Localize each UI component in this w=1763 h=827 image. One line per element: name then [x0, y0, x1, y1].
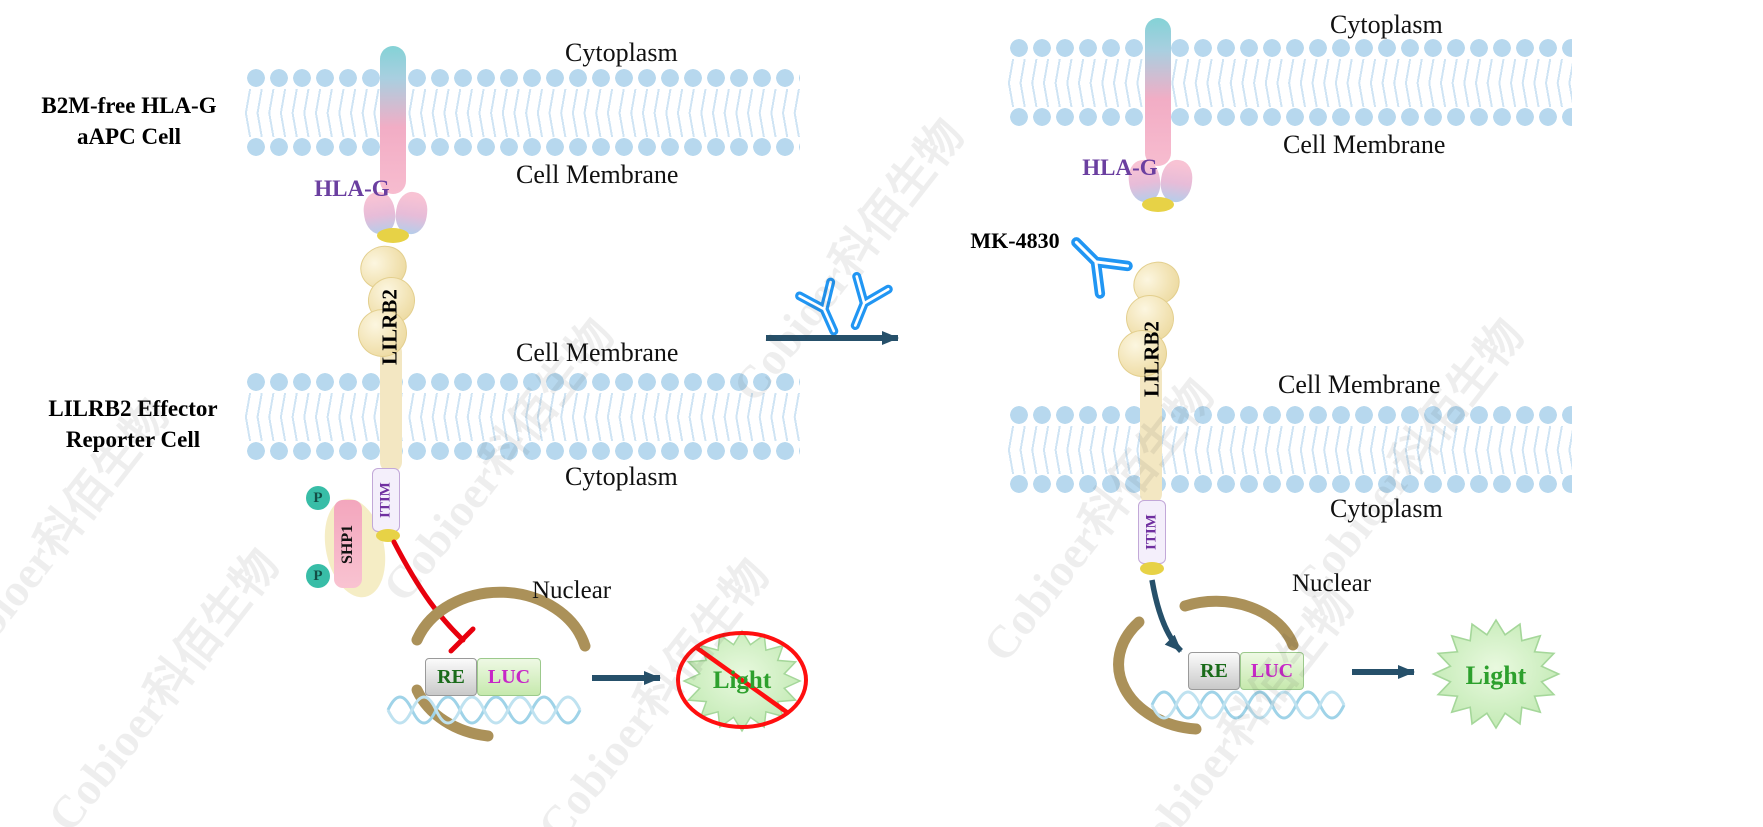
cell-membrane-label-top-right: Cell Membrane [1283, 130, 1446, 159]
dna-helix-strand1-right [1150, 690, 1346, 720]
reporter-cell-membrane-bilayer [245, 372, 800, 462]
hla-g-binding-tip-right [1142, 197, 1174, 212]
apc-cell-name-line2: aAPC Cell [76, 124, 182, 150]
cell-membrane-label-mid-right: Cell Membrane [1278, 370, 1441, 399]
nuclear-label-right: Nuclear [1292, 570, 1372, 597]
light-label-right: Light [1465, 661, 1527, 690]
hla-g-binding-tip [377, 228, 409, 243]
re-box-right: RE [1188, 652, 1240, 690]
cytoplasm-label-mid-left: Cytoplasm [565, 462, 678, 491]
nuclear-envelope-bottom-left [411, 684, 494, 742]
antibody-icon-2 [840, 277, 889, 332]
cell-membrane-label-top-left: Cell Membrane [516, 160, 679, 189]
effector-cell-name-line1: LILRB2 Effector [48, 396, 218, 421]
lilrb2-label-right: LILRB2 [1139, 321, 1164, 397]
mk4830-label: MK-4830 [970, 228, 1060, 253]
hla-g-label-left: HLA-G [314, 176, 390, 201]
dna-helix-strand2-left [386, 695, 582, 725]
nuclear-envelope-bottom-right [1113, 616, 1202, 735]
hla-g-protein-stalk-right [1145, 18, 1171, 166]
re-box-left: RE [425, 658, 477, 696]
lilrb2-domain-3-right [1118, 330, 1167, 377]
lilrb2-label-left: LILRB2 [377, 289, 402, 365]
effector-cell-name: LILRB2 Effector Reporter Cell [18, 393, 248, 455]
nuclear-label-left: Nuclear [532, 577, 612, 604]
apc-cell-membrane-bilayer-right [1008, 38, 1572, 128]
hla-g-protein-stalk [380, 46, 406, 194]
apc-cell-name-line1: B2M-free HLA-G [41, 93, 217, 118]
cytoplasm-label-top-left: Cytoplasm [565, 38, 678, 67]
nuclear-envelope-top-right [1179, 595, 1299, 651]
inhibition-tbar [448, 626, 476, 654]
inhibition-arrow [391, 539, 466, 643]
luc-box-left: LUC [477, 658, 541, 696]
cell-membrane-label-mid-left: Cell Membrane [516, 338, 679, 367]
itim-tip-right [1140, 562, 1164, 575]
dna-helix-strand1-left [386, 695, 582, 725]
itim-tip-left [376, 529, 400, 542]
cytoplasm-label-mid-right: Cytoplasm [1330, 494, 1443, 523]
activation-arrow [1149, 579, 1184, 653]
hla-g-label-right: HLA-G [1082, 155, 1158, 180]
apc-cell-membrane-bilayer [245, 68, 800, 158]
lilrb2-domain-3 [358, 309, 407, 357]
itim-domain-right: ITIM [1138, 500, 1166, 564]
dna-helix-strand2-right [1150, 690, 1346, 720]
cytoplasm-label-top-right: Cytoplasm [1330, 10, 1443, 39]
lilrb2-stalk-right [1140, 362, 1162, 504]
reporter-cell-membrane-bilayer-right [1008, 405, 1572, 495]
itim-domain-left: ITIM [372, 468, 400, 532]
light-label-left: Light [712, 667, 772, 694]
apc-cell-name: B2M-free HLA-G aAPC Cell [18, 90, 240, 152]
lilrb2-stalk [380, 342, 402, 472]
effector-cell-name-line2: Reporter Cell [65, 427, 201, 453]
phospho-p-top: P [306, 486, 330, 510]
luc-box-right: LUC [1240, 652, 1304, 690]
shp1-protein: SHP1 [334, 500, 362, 588]
antibody-icon-1 [800, 282, 850, 338]
watermark-text: Cobioer科佰生物 [1112, 579, 1364, 827]
watermark-text: Cobioer科佰生物 [37, 539, 289, 827]
phospho-p-bottom: P [306, 564, 330, 588]
